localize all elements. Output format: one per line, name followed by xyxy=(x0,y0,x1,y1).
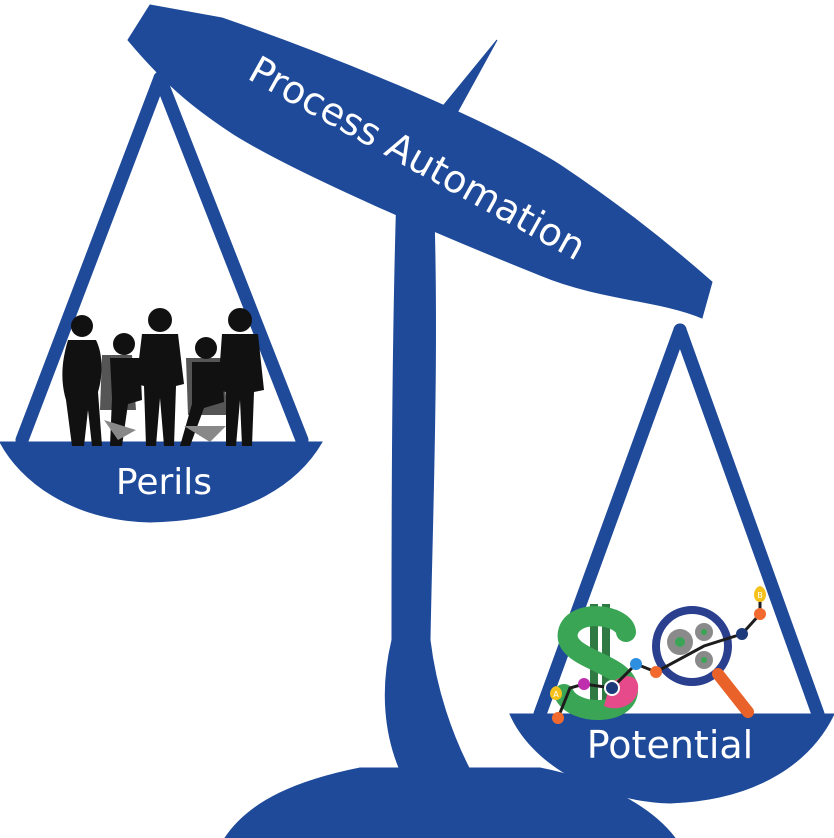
scale-structure xyxy=(0,4,834,838)
trend-line-icon: A B xyxy=(550,586,766,724)
marker-a-pin: A xyxy=(550,686,562,706)
left-hanger xyxy=(15,71,309,447)
right-pan xyxy=(509,713,834,804)
dollar-sign-icon xyxy=(554,604,639,720)
magnifier-icon xyxy=(652,606,754,718)
right-pan-label: Potential xyxy=(587,723,753,767)
left-pan-label: Perils xyxy=(116,462,212,503)
marker-a-label: A xyxy=(553,690,559,699)
left-pan xyxy=(0,441,323,523)
marker-b-label: B xyxy=(757,591,763,600)
scale-base xyxy=(224,767,676,838)
marker-b-pin: B xyxy=(754,586,766,608)
scale-column xyxy=(384,159,471,771)
scale-beam xyxy=(127,4,713,319)
business-people-icon xyxy=(62,308,264,446)
potential-icons: A B xyxy=(550,586,766,724)
